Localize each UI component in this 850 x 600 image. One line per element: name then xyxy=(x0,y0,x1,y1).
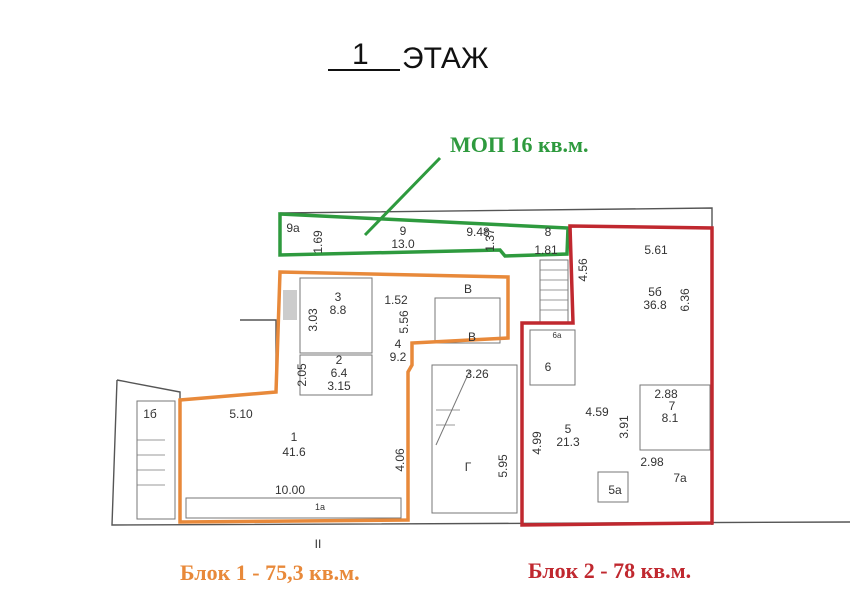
zone-block2-outline xyxy=(520,224,714,527)
room-area: 9.2 xyxy=(390,350,407,364)
zone-block2-label: Блок 2 - 78 кв.м. xyxy=(528,558,691,583)
room-area: 6.4 xyxy=(331,366,348,380)
dimension-label: 1.37 xyxy=(483,228,497,252)
room-number: 5 xyxy=(565,422,572,436)
room-area: 8.8 xyxy=(330,303,347,317)
zone-block1-label: Блок 1 - 75,3 кв.м. xyxy=(180,560,360,585)
room-number: 6 xyxy=(545,360,552,374)
room-area: 21.3 xyxy=(556,435,580,449)
dimension-label: 3.91 xyxy=(617,415,631,439)
dimension-label: 6.36 xyxy=(678,288,692,312)
room-number: 7а xyxy=(673,471,687,485)
room-number: 1 xyxy=(291,430,298,444)
room-number: 8 xyxy=(545,225,552,239)
dimension-label: 1.69 xyxy=(311,230,325,254)
dimension-label: 3.03 xyxy=(306,308,320,332)
room-number: 4 xyxy=(395,337,402,351)
room-number: 5а xyxy=(608,483,622,497)
dimension-label: 1.81 xyxy=(534,243,558,257)
room-number: Г xyxy=(465,460,472,474)
dimension-label: 3.26 xyxy=(465,367,489,381)
zone-mop-pointer xyxy=(363,156,442,237)
room-area: 36.8 xyxy=(643,298,667,312)
dimension-label: 4.06 xyxy=(393,448,407,472)
dimension-label: 5.61 xyxy=(644,243,668,257)
building-walls xyxy=(111,207,850,526)
dimension-label: 2.88 xyxy=(654,387,678,401)
room-number: 3 xyxy=(335,290,342,304)
room-label: 9а xyxy=(286,221,300,235)
room-number: 5б xyxy=(648,285,662,299)
floor-number: 1 xyxy=(352,38,369,71)
room-labels: 9а 1.69 9 13.0 9.48 1.37 8 1.81 3 8.8 3.… xyxy=(143,221,692,551)
floor-title: ЭТАЖ xyxy=(402,42,489,75)
room-number: 9 xyxy=(400,224,407,238)
room-number: В xyxy=(468,330,476,344)
room-number: 7 xyxy=(669,399,676,413)
room-area: 13.0 xyxy=(391,237,415,251)
dimension-label: 2.98 xyxy=(640,455,664,469)
room-number: В xyxy=(464,282,472,296)
zone-block1-outline xyxy=(178,270,510,524)
dimension-label: 1.52 xyxy=(384,293,408,307)
room-area: 8.1 xyxy=(662,411,679,425)
dimension-label: 4.56 xyxy=(576,258,590,282)
zone-mop-outline xyxy=(278,212,570,258)
dimension-label: 2.05 xyxy=(295,363,309,387)
room-number: 1б xyxy=(143,407,157,421)
dimension-label: 10.00 xyxy=(275,483,305,497)
zone-mop-label: МОП 16 кв.м. xyxy=(450,132,589,157)
room-number: 6а xyxy=(553,331,562,340)
dimension-label: 4.99 xyxy=(530,431,544,455)
dimension-label: 5.10 xyxy=(229,407,253,421)
entrance-label: II xyxy=(315,537,322,551)
dimension-label: 5.95 xyxy=(496,454,510,478)
dimension-label: 4.59 xyxy=(585,405,609,419)
room-number: 2 xyxy=(336,353,343,367)
dimension-label: 3.15 xyxy=(327,379,351,393)
room-area: 41.6 xyxy=(282,445,306,459)
dimension-label: 5.56 xyxy=(397,310,411,334)
dimension-label: 9.48 xyxy=(466,225,490,239)
room-number: 1а xyxy=(315,502,325,512)
